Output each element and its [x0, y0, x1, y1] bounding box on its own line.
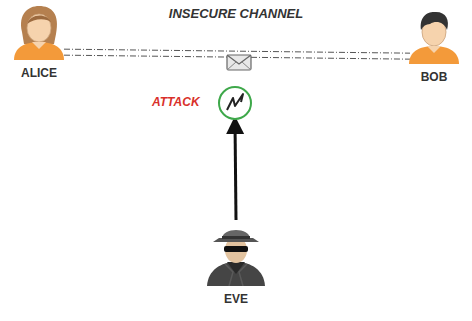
- eve-spy-icon: [203, 222, 269, 286]
- person-name: ALICE: [6, 66, 72, 80]
- person-name: EVE: [200, 292, 272, 306]
- bob-icon: [406, 8, 462, 64]
- connector-stroke: [64, 49, 410, 53]
- person-node: BOB: [404, 8, 464, 84]
- attack-label: ATTACK: [152, 95, 200, 109]
- attacker-node: EVE: [200, 222, 272, 306]
- attack-arrow: [235, 122, 236, 220]
- envelope-icon: [227, 55, 251, 70]
- connector-stroke: [235, 122, 236, 220]
- diagram-title: INSECURE CHANNEL: [0, 6, 472, 21]
- alice-icon: [10, 4, 68, 60]
- attack-node: ATTACK: [152, 84, 254, 122]
- attack-circle-icon: [216, 84, 254, 122]
- person-node: ALICE: [6, 4, 72, 80]
- person-name: BOB: [404, 70, 464, 84]
